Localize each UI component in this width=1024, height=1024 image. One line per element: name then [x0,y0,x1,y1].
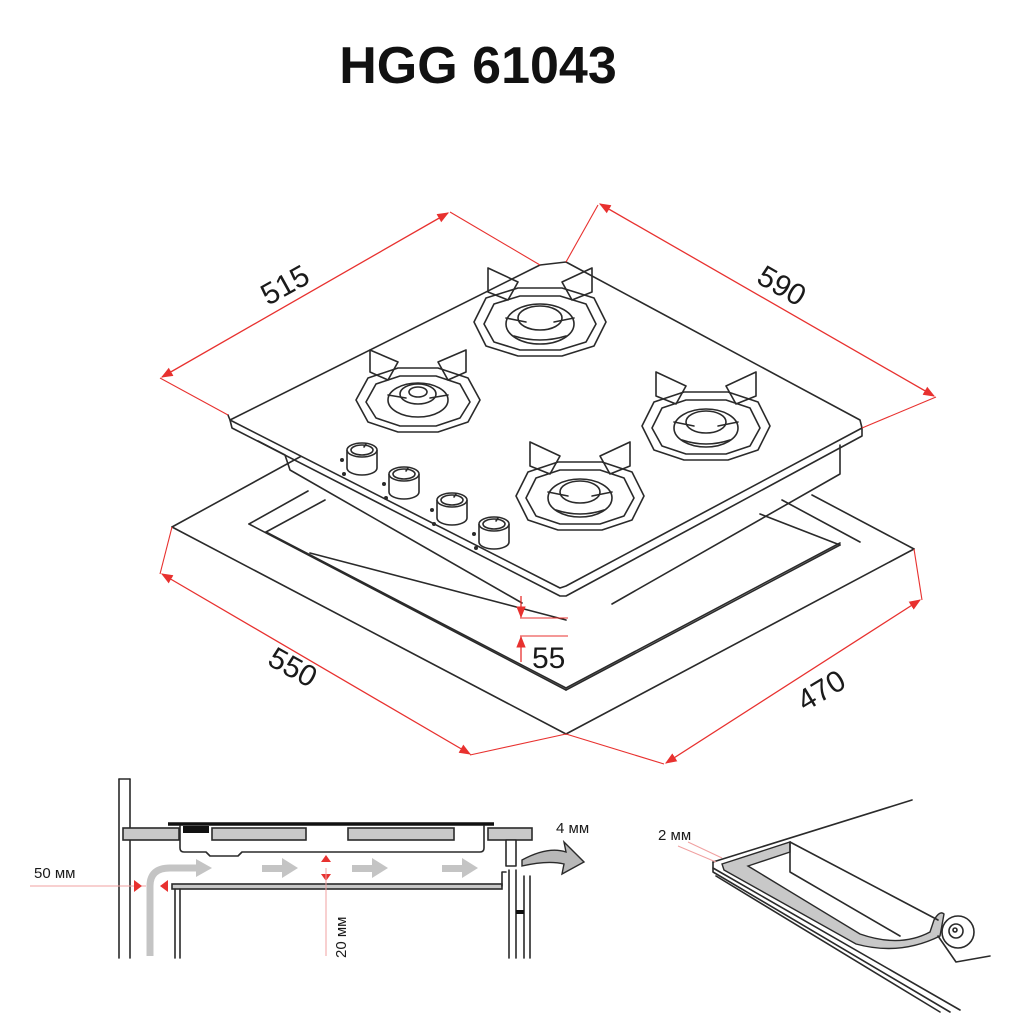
control-knob-1[interactable] [340,442,378,476]
burner-rear-center [473,267,607,357]
control-knob-4[interactable] [472,516,510,550]
dimension-label-55: 55 [532,642,565,675]
cross-section-view: 50 мм 20 мм 4 мм [30,778,589,959]
label-side-clearance: 50 мм [34,865,75,882]
dimension-55: 55 [516,596,568,675]
control-knob-2[interactable] [382,466,420,500]
dimension-label-590: 590 [752,259,812,313]
label-airflow-gap: 20 мм [333,917,350,958]
dimension-label-550: 550 [263,641,323,694]
seal-detail-view: 2 мм [658,799,991,1013]
airflow-arrow [262,858,298,878]
control-knob-3[interactable] [430,492,468,526]
dimension-label-515: 515 [255,259,315,312]
dimension-label-470: 470 [792,664,852,718]
model-title: HGG 61043 [339,37,617,95]
dimension-470: 470 [565,548,923,765]
label-front-gap: 4 мм [556,820,589,837]
burner-front-center [515,441,645,531]
airflow-arrow [442,858,478,878]
dimension-550: 550 [159,526,567,756]
label-seal-thickness: 2 мм [658,827,691,844]
airflow-arrow [352,858,388,878]
